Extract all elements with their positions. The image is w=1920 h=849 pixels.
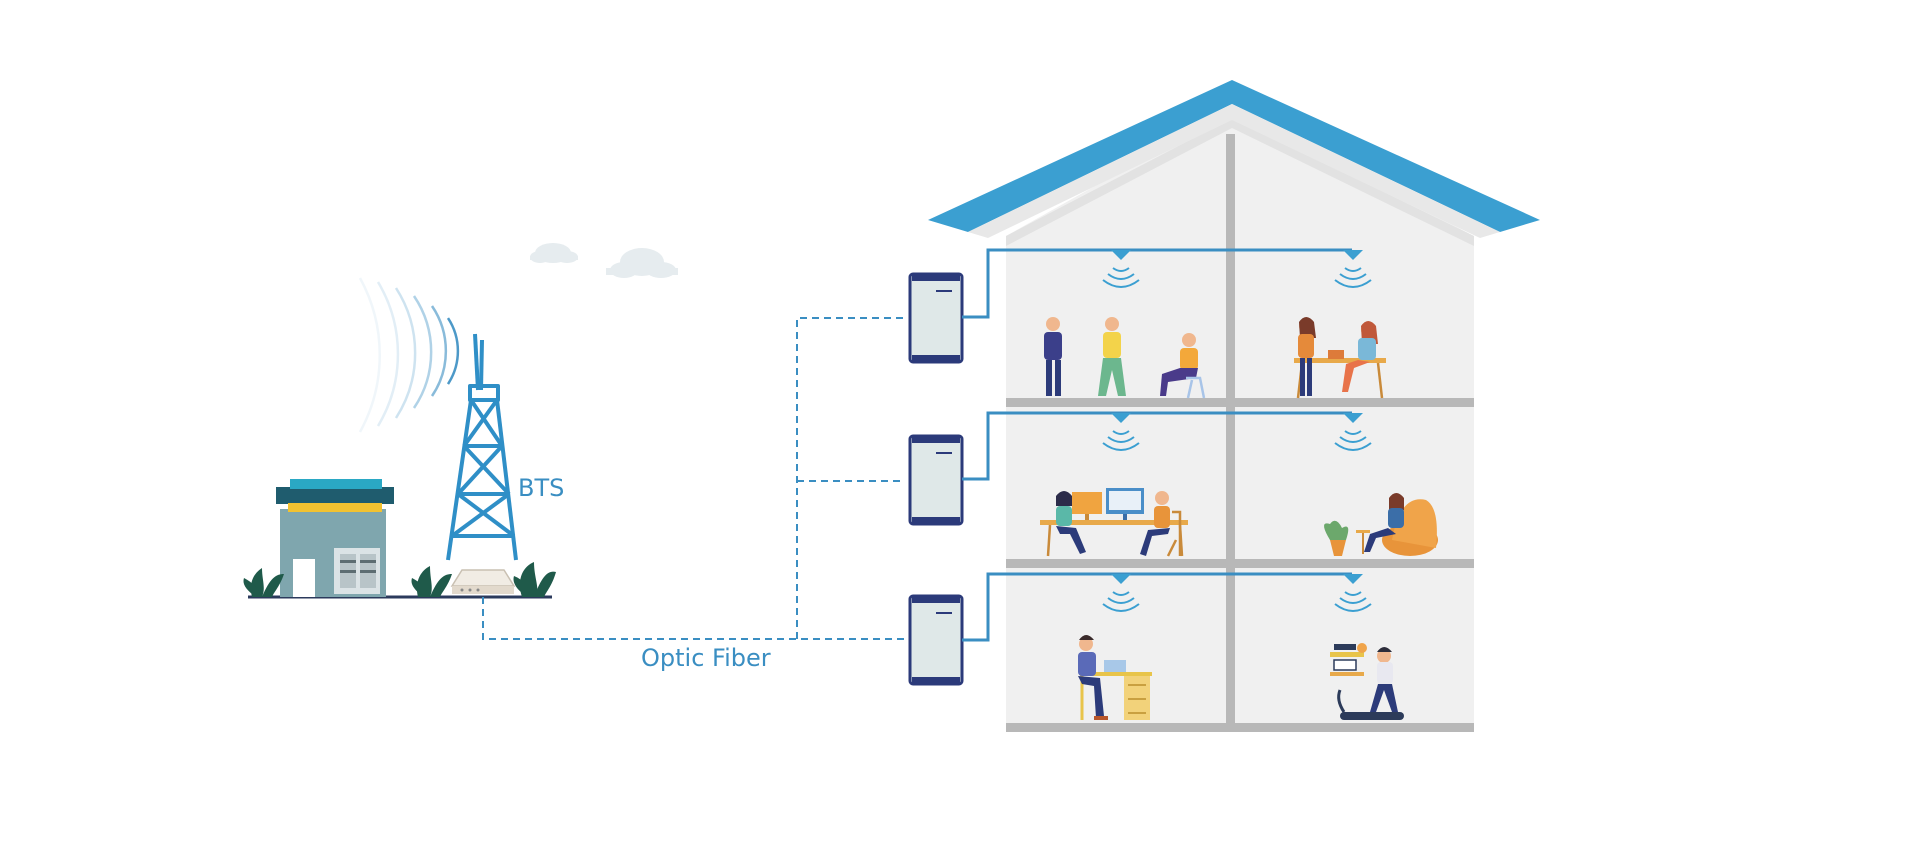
signal-wave-icon	[1334, 430, 1372, 451]
ceiling-antenna-icon	[1343, 413, 1363, 423]
cloud-icon	[530, 243, 578, 263]
optic-fiber-line	[482, 317, 904, 640]
ceiling-antenna-icon	[1343, 574, 1363, 584]
remote-unit-icon[interactable]	[908, 434, 964, 526]
plant-icon	[411, 566, 452, 597]
bts-unit-icon	[450, 569, 516, 594]
signal-wave-icon	[1334, 267, 1372, 288]
people-scene-icon	[1294, 317, 1386, 399]
signal-wave-icon	[1102, 430, 1140, 451]
signal-wave-icon	[358, 277, 460, 433]
signal-wave-icon	[1102, 591, 1140, 612]
people-scene-icon	[1324, 493, 1438, 556]
remote-unit-icon[interactable]	[908, 594, 964, 686]
ceiling-antenna-icon	[1111, 574, 1131, 584]
optic-fiber-label: Optic Fiber	[641, 644, 771, 672]
house	[928, 80, 1540, 732]
ceiling-antenna-icon	[1111, 413, 1131, 423]
cell-tower-icon	[446, 333, 518, 561]
ceiling-antenna-icon	[1111, 250, 1131, 260]
plant-icon	[513, 562, 556, 597]
base-station-building-icon	[276, 479, 394, 597]
signal-wave-icon	[1334, 591, 1372, 612]
plant-icon	[243, 568, 284, 597]
bts-label: BTS	[518, 474, 565, 502]
people-scene-icon	[1044, 317, 1206, 399]
cloud-icon	[606, 248, 678, 278]
ceiling-antenna-icon	[1343, 250, 1363, 260]
people-scene-icon	[1040, 488, 1188, 557]
signal-wave-icon	[1102, 267, 1140, 288]
people-scene-icon	[1330, 643, 1404, 720]
people-scene-icon	[1078, 635, 1152, 720]
roof	[928, 80, 1540, 232]
feeder-cable	[962, 248, 1352, 642]
remote-unit-icon[interactable]	[908, 272, 964, 364]
